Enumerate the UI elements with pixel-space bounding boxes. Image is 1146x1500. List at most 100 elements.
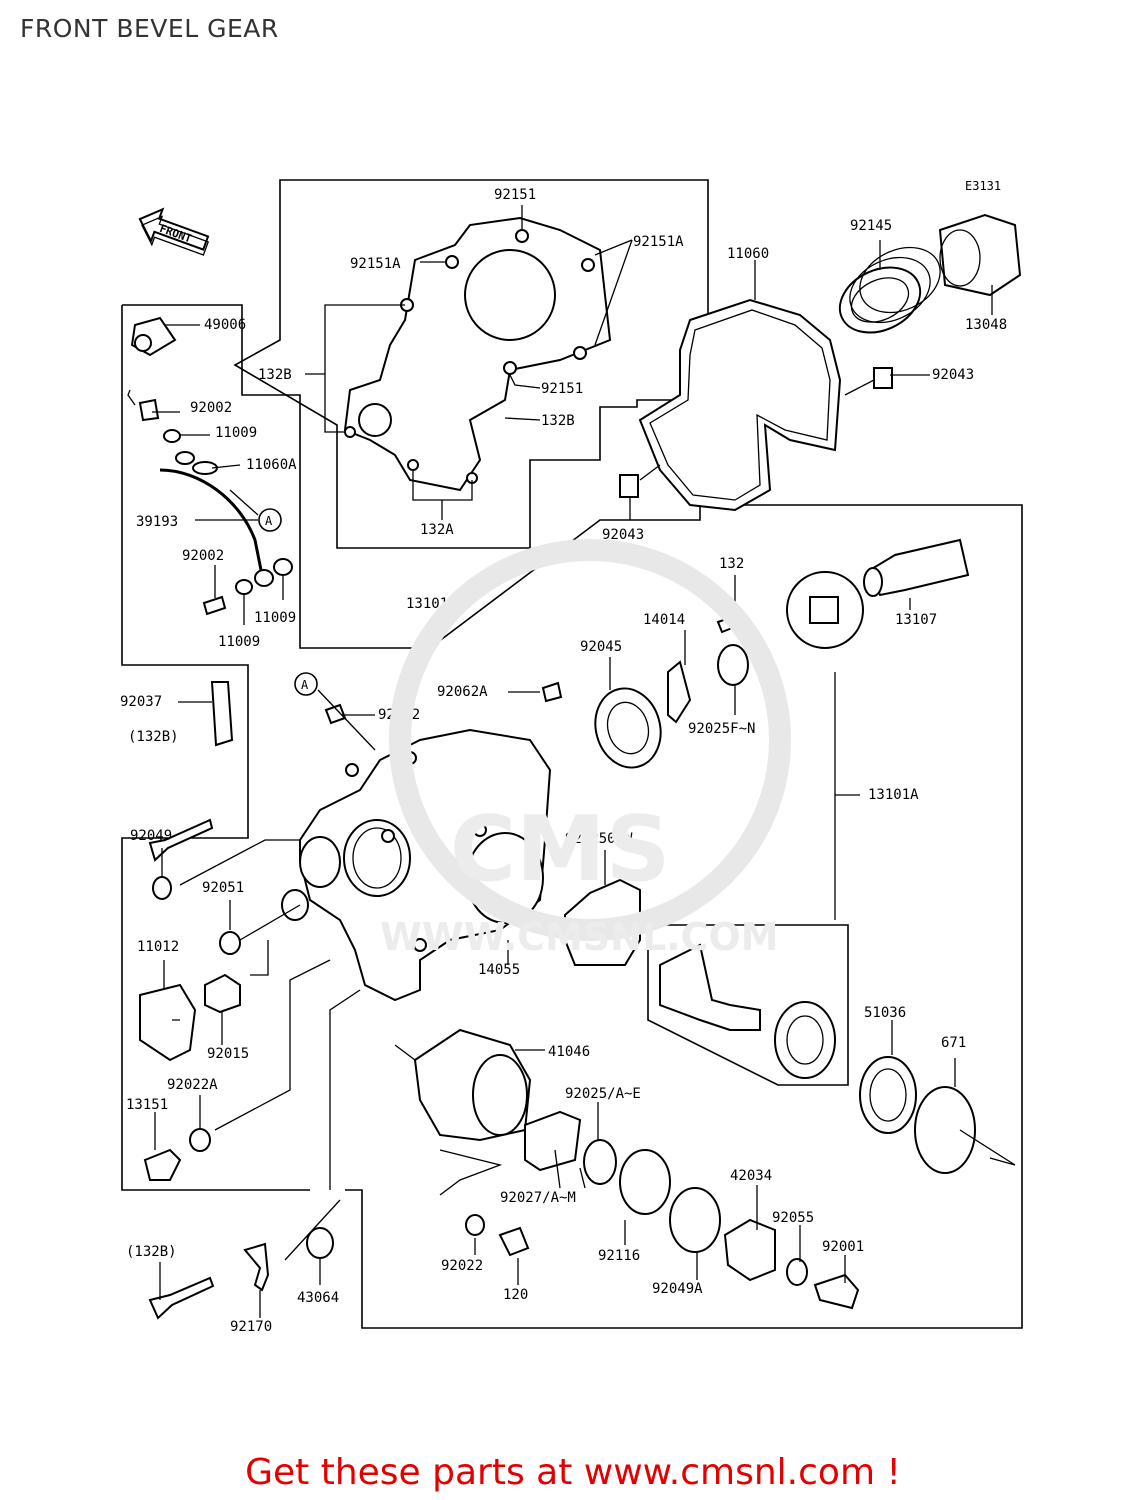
housing-bore-rear — [466, 832, 544, 924]
cover-hole — [445, 255, 459, 269]
o-ring — [914, 1086, 976, 1174]
bolt-92001 — [813, 1273, 860, 1310]
part-label: 42034 — [730, 1168, 772, 1184]
ring-gear — [786, 571, 864, 649]
part-label: 92027/A~M — [500, 1190, 576, 1206]
front-arrow-icon: FRONT — [138, 207, 210, 256]
part-label: 92116 — [598, 1248, 640, 1264]
breather-pipe — [159, 468, 264, 576]
damper-spring — [838, 246, 941, 334]
part-label: 92015 — [207, 1046, 249, 1062]
leader-lines — [127, 205, 1016, 1318]
bolt — [202, 595, 227, 616]
washer — [465, 1214, 485, 1236]
group-outline-left2 — [121, 305, 310, 1191]
part-label: 41046 — [548, 1044, 590, 1060]
part-label: 92145 — [850, 218, 892, 234]
stay-bracket — [210, 681, 234, 747]
page-title: FRONT BEVEL GEAR — [20, 14, 279, 43]
bolt — [148, 1276, 215, 1320]
washer — [163, 429, 181, 443]
shim — [583, 1139, 617, 1185]
part-label: 92037 — [120, 694, 162, 710]
part-label: 92151A — [633, 234, 684, 250]
svg-text:A: A — [265, 514, 273, 528]
group-outline-gear — [647, 924, 849, 1086]
part-label: 132B — [258, 367, 292, 383]
part-label: 92049A — [652, 1281, 703, 1297]
circlip — [786, 1258, 808, 1286]
housing-gasket — [564, 878, 641, 966]
sleeve — [524, 1110, 582, 1172]
elbow-hole — [134, 334, 152, 352]
cover-hole — [344, 426, 356, 438]
pipe-fitting — [175, 451, 195, 465]
footer-link[interactable]: Get these parts at www.cmsnl.com ! — [245, 1452, 901, 1493]
part-label: 92055 — [772, 1210, 814, 1226]
coupling-bore — [472, 1054, 528, 1136]
collar — [619, 474, 639, 498]
part-label: 92022 — [441, 1258, 483, 1274]
part-label: 92045 — [580, 639, 622, 655]
damper-cam — [938, 213, 1022, 297]
part-label: 39193 — [136, 514, 178, 530]
part-label: 92170 — [230, 1319, 272, 1335]
part-label: 11009 — [254, 610, 296, 626]
cover-hole — [573, 346, 587, 360]
reference-marker-a: A — [294, 672, 318, 696]
part-label: 92025F~N — [688, 721, 755, 737]
diagram-id: E3131 — [965, 179, 1001, 193]
cover-hole — [515, 229, 529, 243]
part-label: 92043 — [932, 367, 974, 383]
part-label: (132B) — [126, 1244, 177, 1260]
part-label: 13048 — [965, 317, 1007, 333]
seal — [281, 889, 309, 921]
part-label: 13101 — [406, 596, 448, 612]
bearing — [774, 1001, 836, 1079]
part-label: 92002 — [182, 548, 224, 564]
part-label: 920250~W — [565, 831, 633, 847]
bearing — [594, 687, 662, 769]
cover-gasket — [638, 298, 842, 512]
retainer-plate — [667, 660, 692, 724]
part-label: 92151A — [350, 256, 401, 272]
part-label: 92049 — [130, 828, 172, 844]
plug-13151 — [143, 1148, 182, 1181]
bolt — [138, 398, 160, 422]
washer — [219, 931, 241, 955]
cover-hole — [407, 459, 419, 471]
part-label: 14014 — [643, 612, 685, 628]
part-label: 43064 — [297, 1290, 339, 1306]
part-label: 13101A — [868, 787, 919, 803]
cover-hole — [581, 258, 595, 272]
pipe-end — [254, 569, 274, 587]
part-label: 92151 — [494, 187, 536, 203]
plug-small — [541, 681, 563, 703]
part-label: 11009 — [215, 425, 257, 441]
part-label: (132B) — [128, 729, 179, 745]
part-label: 92151 — [541, 381, 583, 397]
part-label: 11060A — [246, 457, 297, 473]
svg-text:A: A — [301, 678, 309, 692]
part-label: 11060 — [727, 246, 769, 262]
housing-bore — [343, 819, 411, 897]
cover-bore — [464, 249, 556, 341]
part-label: 92051 — [202, 880, 244, 896]
cap-11012 — [139, 983, 197, 1062]
bolt-120 — [498, 1226, 530, 1257]
part-label: 11012 — [137, 939, 179, 955]
part-label: 49006 — [204, 317, 246, 333]
part-label: 120 — [503, 1287, 528, 1303]
reference-marker-a: A — [258, 508, 282, 532]
group-outline-left — [122, 304, 1023, 1329]
cover-boss — [358, 403, 392, 437]
part-label: 11009 — [218, 634, 260, 650]
washer — [152, 876, 172, 900]
bearing-92116 — [619, 1149, 671, 1215]
part-label: 92062A — [437, 684, 488, 700]
part-label: 132 — [719, 556, 744, 572]
part-label: 13107 — [895, 612, 937, 628]
bolt — [716, 613, 744, 634]
part-label: 13151 — [126, 1097, 168, 1113]
part-label: 92001 — [822, 1239, 864, 1255]
